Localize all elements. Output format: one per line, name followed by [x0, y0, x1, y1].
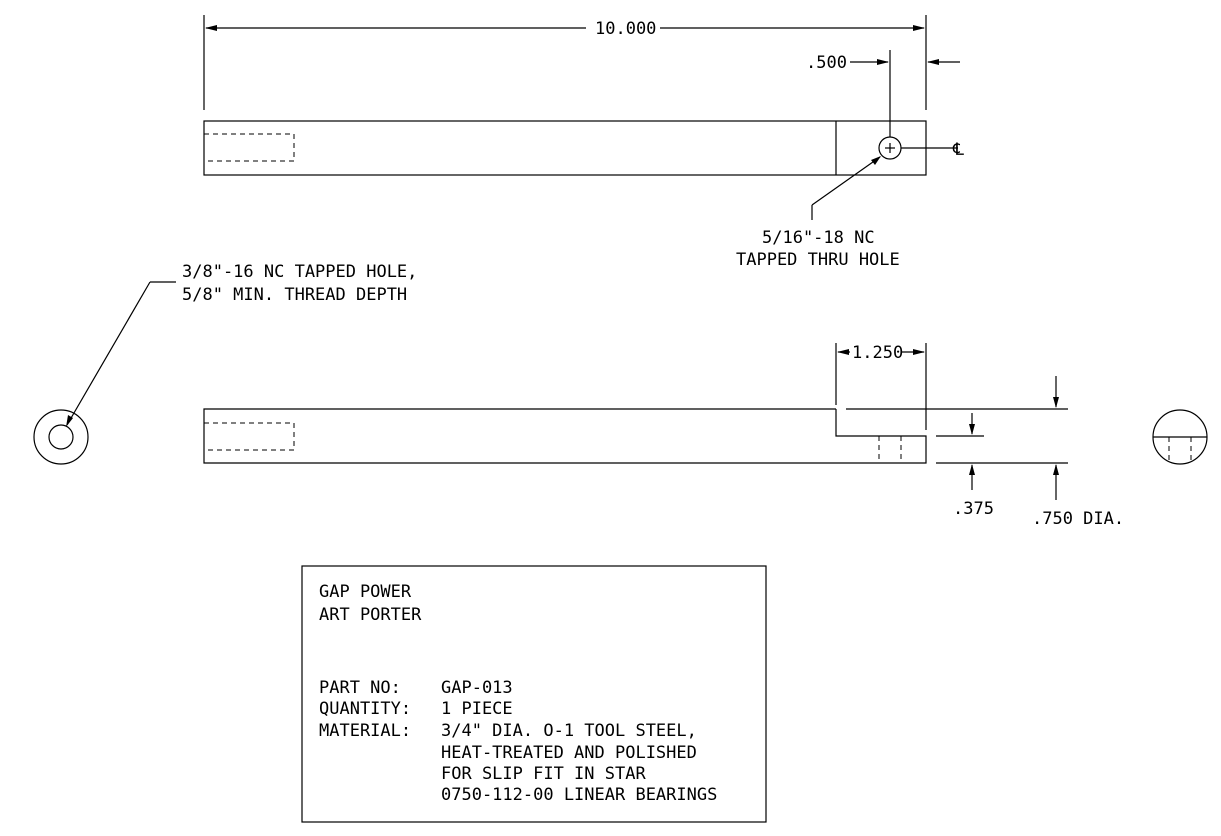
hole-offset-dimension: .500 — [806, 50, 960, 137]
side-view-bar-outline — [203, 408, 927, 464]
hole-offset-label: .500 — [806, 53, 847, 73]
thru-hole-note-line2: TAPPED THRU HOLE — [736, 250, 900, 270]
left-end-view — [33, 281, 176, 465]
step-length-dimension: 1.250 — [835, 343, 927, 430]
step-depth-label: .375 — [953, 499, 994, 519]
overall-length-label: 10.000 — [595, 19, 656, 39]
thru-hole-note-line1: 5/16"-18 NC — [762, 228, 875, 248]
material-line-2: HEAT-TREATED AND POLISHED — [441, 743, 697, 763]
top-view: ℄ 10.000 .500 5/16"-18 NC TAPPED T — [203, 15, 964, 270]
material-label: MATERIAL: — [319, 721, 411, 741]
title-block-border — [301, 565, 767, 823]
centerline-symbol: ℄ — [952, 140, 964, 160]
title-designer: ART PORTER — [319, 605, 422, 625]
step-length-label: 1.250 — [852, 343, 903, 363]
material-line-4: 0750-112-00 LINEAR BEARINGS — [441, 785, 717, 805]
title-block: GAP POWER ART PORTER PART NO: GAP-013 QU… — [301, 565, 767, 823]
part-no-value: GAP-013 — [441, 678, 513, 698]
step-depth-dimension: .375 — [953, 413, 994, 519]
title-company: GAP POWER — [319, 582, 412, 602]
quantity-value: 1 PIECE — [441, 699, 513, 719]
left-end-tapped-hole — [48, 424, 74, 450]
thru-hole-leader — [811, 156, 881, 220]
diameter-label: .750 DIA. — [1032, 509, 1124, 529]
quantity-label: QUANTITY: — [319, 699, 411, 719]
top-view-bar-outline — [203, 120, 927, 176]
overall-length-dimension: 10.000 — [203, 15, 927, 110]
left-end-outer-circle — [33, 409, 89, 465]
diameter-dimension: .750 DIA. — [1032, 376, 1124, 529]
material-line-1: 3/4" DIA. O-1 TOOL STEEL, — [441, 721, 697, 741]
side-view-hidden-tapped-hole — [203, 422, 295, 451]
part-no-label: PART NO: — [319, 678, 401, 698]
top-view-hidden-tapped-hole — [203, 133, 295, 162]
tapped-hole-note-line2: 5/8" MIN. THREAD DEPTH — [182, 285, 407, 305]
tapped-hole-leader — [66, 281, 151, 426]
material-line-3: FOR SLIP FIT IN STAR — [441, 764, 646, 784]
side-view: 1.250 .375 .750 DIA. — [203, 343, 1124, 529]
right-end-view — [1152, 409, 1208, 465]
tapped-hole-note-line1: 3/8"-16 NC TAPPED HOLE, — [182, 262, 417, 282]
